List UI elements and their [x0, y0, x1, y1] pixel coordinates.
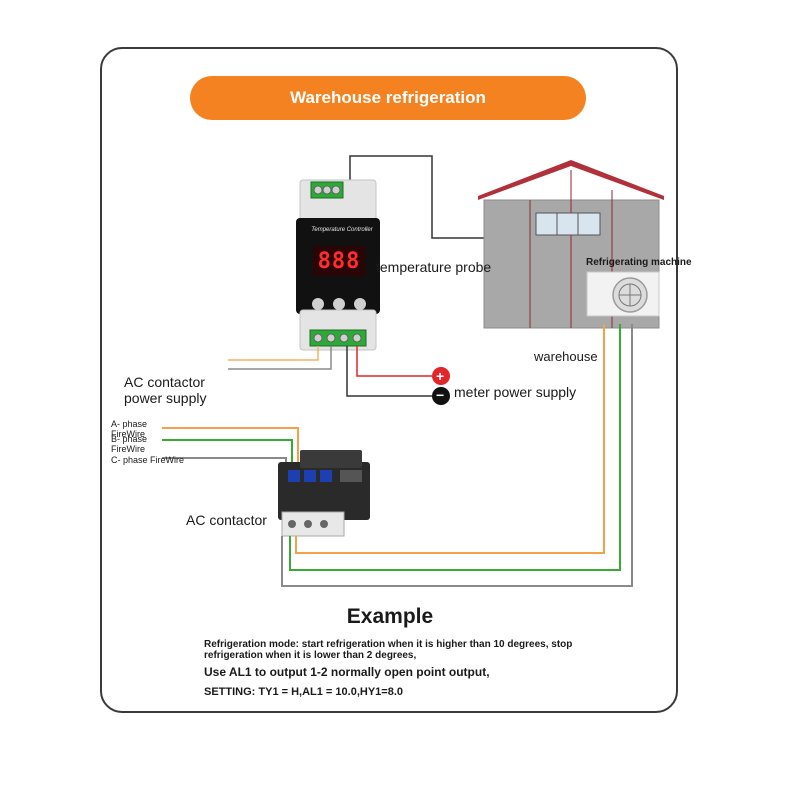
- orange-output-wire: [295, 324, 605, 554]
- meter-power-supply-label: meter power supply: [454, 384, 577, 400]
- dark-power-wire: [346, 346, 432, 397]
- example-heading: Example: [346, 605, 434, 628]
- ac-contactor-power-supply-line2: power supply: [124, 390, 207, 406]
- a-phase-line1: A- phase: [111, 419, 148, 429]
- orange-supply-wire: [228, 346, 319, 361]
- plus-symbol: +: [436, 368, 445, 384]
- a-phase-label: A- phase FireWire: [111, 419, 147, 439]
- example-setting-line: SETTING: TY1 = H,AL1 = 10.0,HY1=8.0: [204, 686, 403, 698]
- green-output-wire: [289, 324, 621, 571]
- title-banner: Warehouse refrigeration: [190, 76, 586, 120]
- example-output-line: Use AL1 to output 1-2 normally open poin…: [204, 665, 490, 679]
- b-phase-label: B- phase FireWire: [111, 434, 147, 454]
- probe-wire: [349, 155, 506, 239]
- ac-contactor-device: [278, 450, 370, 537]
- gray-output-wire: [281, 324, 633, 587]
- ac-contactor-label: AC contactor: [186, 512, 267, 528]
- warehouse-label: warehouse: [534, 349, 598, 364]
- refrigerating-machine-unit: [586, 271, 660, 317]
- a-phase-wire: [162, 427, 299, 465]
- red-power-wire: [356, 346, 432, 377]
- b-phase-wire: [162, 439, 293, 465]
- ac-contactor-power-supply-line1: AC contactor: [124, 374, 205, 390]
- c-phase-label: C- phase FireWire: [111, 455, 185, 465]
- minus-symbol: −: [436, 387, 445, 403]
- a-phase-line2: FireWire: [111, 429, 145, 439]
- refrigerating-machine-label: Refrigerating machine: [586, 257, 692, 268]
- ac-contactor-power-supply-label: AC contactor power supply: [124, 374, 207, 406]
- controller-display: 888: [313, 246, 365, 276]
- b-phase-line1: B- phase: [111, 434, 148, 444]
- temperature-probe-label: temperature probe: [376, 259, 492, 275]
- example-description: Refrigeration mode: start refrigeration …: [204, 639, 573, 661]
- controller-title: Temperature Controller: [311, 227, 373, 233]
- b-phase-line2: FireWire: [111, 444, 145, 454]
- diagram-frame: [100, 47, 678, 713]
- gray-supply-wire: [228, 346, 332, 370]
